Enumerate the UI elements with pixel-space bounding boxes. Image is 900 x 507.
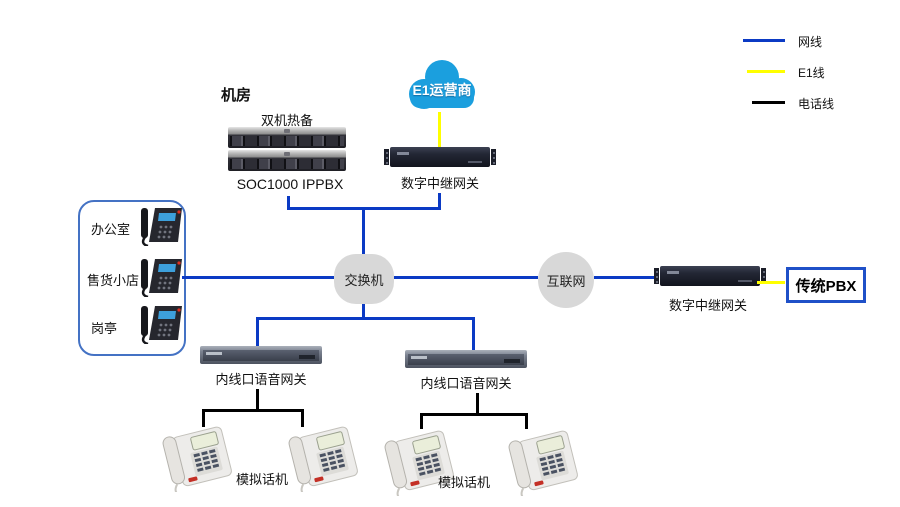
net-link-internet-to-gateway: [594, 276, 654, 279]
legacy-pbx-label: 传统PBX: [795, 277, 857, 295]
net-link-server-drop: [287, 196, 290, 209]
cloud-icon: [409, 60, 475, 109]
phone-link-right-drop2: [525, 413, 528, 429]
server-unit-1-icon: [228, 127, 346, 148]
dual-server-image: [228, 127, 346, 173]
phone-link-leftgw-drop: [256, 389, 259, 411]
switch-label: 交换机: [344, 272, 384, 288]
legend-phone-label: 电话线: [798, 97, 835, 111]
ha-label: 双机热备: [260, 113, 313, 128]
right-voice-gateway-image: [405, 350, 527, 368]
group-item-booth-label: 岗亭: [91, 321, 118, 336]
internet-node: 互联网: [538, 252, 594, 308]
net-link-bottom-horizontal: [256, 317, 475, 320]
analog-phone-4-icon: [508, 430, 578, 496]
ip-phone-office-icon: [141, 208, 182, 246]
net-link-group-to-switch: [182, 276, 334, 279]
top-gateway-label: 数字中继网关: [400, 176, 479, 191]
right-gateway-label: 数字中继网关: [668, 298, 747, 313]
right-digital-gateway-image: [654, 266, 766, 286]
ippbx-label: SOC1000 IPPBX: [236, 176, 344, 192]
e1-link-gateway-to-pbx: [757, 281, 785, 284]
phone-link-left-drop2: [301, 409, 304, 427]
legend-e1-label: E1线: [798, 66, 825, 80]
e1-link-cloud-to-gateway: [438, 112, 441, 148]
phone-link-right-drop1: [420, 413, 423, 429]
server-room-title: 机房: [221, 87, 252, 104]
net-link-to-switch-top: [362, 207, 365, 255]
cloud-label: E1运营商: [412, 82, 472, 98]
switch-node: 交换机: [334, 254, 394, 304]
analog-phones-left-label: 模拟话机: [235, 472, 288, 487]
legend-network-label: 网线: [798, 35, 823, 49]
analog-phone-3-icon: [384, 430, 454, 496]
legend-e1-line-sample: [747, 70, 785, 73]
right-voice-gateway-label: 内线口语音网关: [420, 376, 512, 391]
left-voice-gateway-image: [200, 346, 322, 364]
phone-link-right-horizontal: [420, 413, 528, 416]
phone-link-rightgw-drop: [476, 393, 479, 415]
net-link-switch-bottom-drop: [362, 304, 365, 320]
legend-phone-line-sample: [752, 101, 785, 104]
net-link-switch-to-internet: [394, 276, 538, 279]
net-link-to-left-voicegw: [256, 317, 259, 346]
legend-network-line-sample: [743, 39, 785, 42]
legacy-pbx-box: 传统PBX: [786, 267, 866, 303]
left-voice-gateway-label: 内线口语音网关: [215, 372, 307, 387]
phone-link-left-drop1: [202, 409, 205, 427]
ip-phone-booth-icon: [141, 306, 182, 344]
e1-carrier-cloud: E1运营商: [398, 54, 486, 116]
analog-phones-right-label: 模拟话机: [437, 475, 490, 490]
net-link-topgw-drop: [438, 193, 441, 209]
analog-phone-1-icon: [162, 426, 232, 492]
analog-phone-2-icon: [288, 426, 358, 492]
group-item-shop-label: 售货小店: [87, 273, 140, 288]
server-unit-2-icon: [228, 150, 346, 171]
internet-label: 互联网: [546, 273, 586, 289]
net-link-to-right-voicegw: [472, 317, 475, 350]
group-item-office-label: 办公室: [91, 222, 131, 237]
top-digital-gateway-image: [384, 147, 496, 167]
phone-link-left-horizontal: [202, 409, 304, 412]
ip-phone-shop-icon: [141, 259, 182, 297]
